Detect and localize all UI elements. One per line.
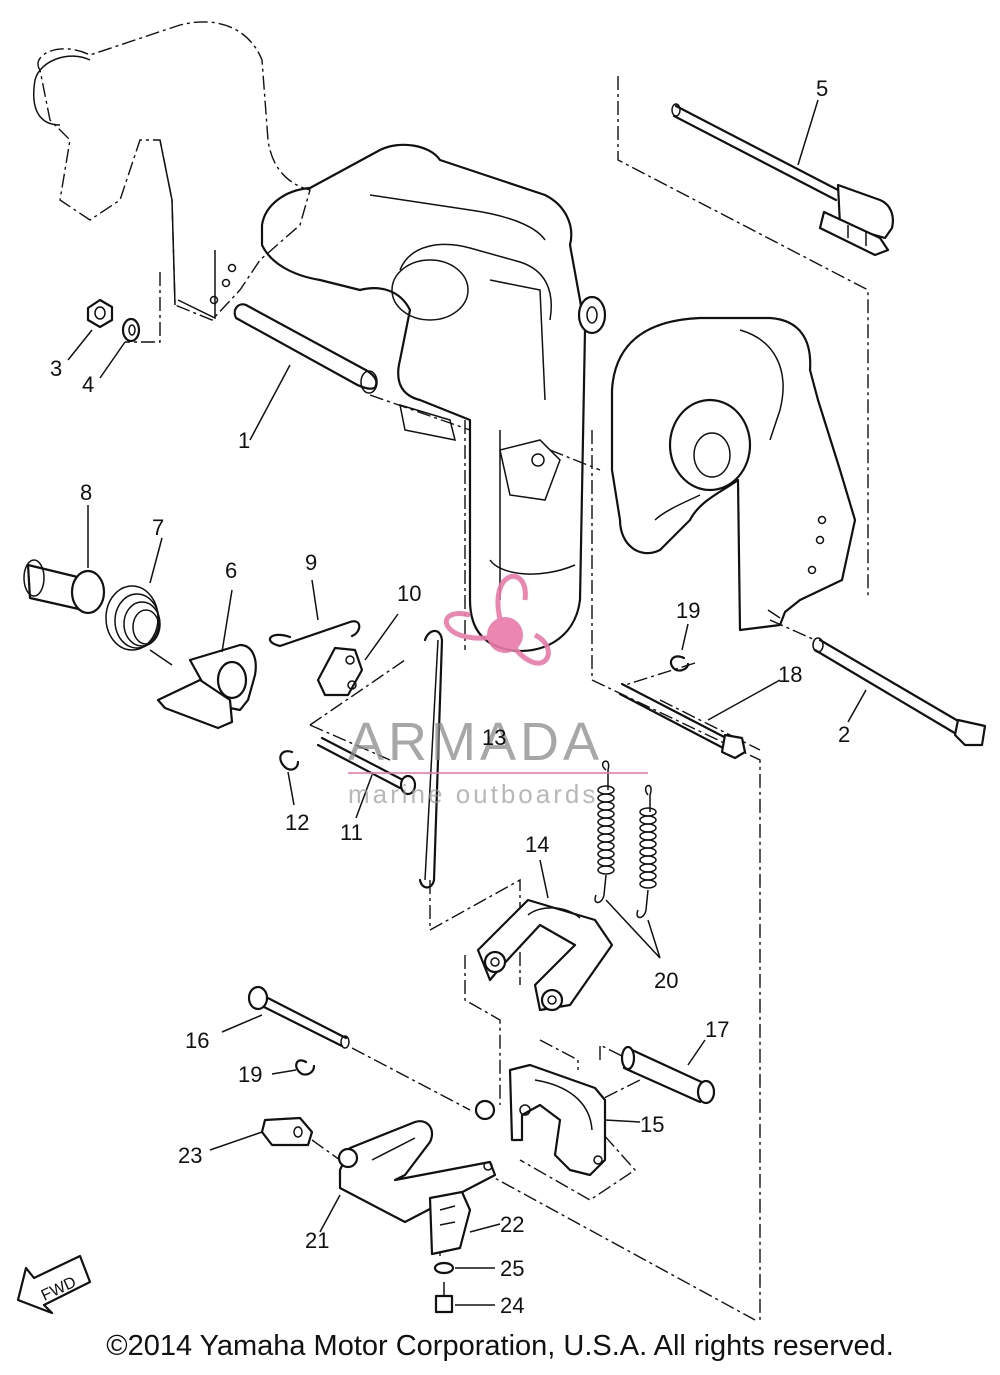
part-20-springs: [594, 760, 661, 959]
watermark-brand: ARMADA: [348, 712, 603, 772]
part-23-cap: [209, 1116, 314, 1151]
callout-8: 8: [80, 480, 92, 505]
callout-3: 3: [50, 356, 62, 381]
callout-18: 18: [778, 662, 802, 687]
callout-2: 2: [838, 722, 850, 747]
callout-15: 15: [640, 1112, 664, 1137]
watermark: ARMADA marine outboards: [348, 573, 648, 809]
callout-19-lower: 19: [238, 1062, 262, 1087]
part-10-bracket: [316, 613, 399, 697]
part-22-clip: [428, 1190, 501, 1256]
callout-24: 24: [500, 1293, 524, 1318]
callout-1: 1: [238, 428, 250, 453]
part-14-frame: [476, 859, 614, 1012]
part-16-bolt: [221, 985, 350, 1049]
part-2-bolt: [812, 637, 987, 747]
bracket-assembly: [33, 21, 857, 652]
callout-4: 4: [82, 372, 94, 397]
callout-22: 22: [500, 1212, 524, 1237]
callout-25: 25: [500, 1256, 524, 1281]
part-15-bracket: [474, 1063, 641, 1177]
callout-13: 13: [482, 725, 506, 750]
part-7-spring: [105, 537, 173, 666]
part-11-pin: [316, 736, 417, 819]
callout-11: 11: [340, 820, 363, 845]
part-25-washer: [433, 1261, 495, 1275]
part-9-wire-clip: [268, 579, 361, 648]
callout-16: 16: [185, 1028, 209, 1053]
callout-10: 10: [397, 581, 421, 606]
part-18-bolt: [618, 679, 781, 760]
callout-17: 17: [705, 1017, 729, 1042]
fwd-arrow-icon: FWD: [16, 1254, 92, 1315]
callout-14: 14: [525, 832, 549, 857]
part-19-clip-upper: [669, 623, 690, 672]
callout-6: 6: [225, 558, 237, 583]
part-12-clip: [279, 750, 300, 806]
callout-20: 20: [654, 968, 678, 993]
part-4-washer: [99, 317, 141, 379]
watermark-tagline: marine outboards: [348, 779, 598, 809]
callout-9: 9: [305, 550, 317, 575]
part-6-lever: [156, 589, 257, 730]
part-24-screw: [434, 1282, 495, 1314]
callout-5: 5: [816, 76, 828, 101]
callout-7: 7: [152, 515, 164, 540]
part-3-nut: [67, 298, 114, 361]
callout-labels: 1 2 3 4 5 6 7 8 9 10 11 12 13 14 15 16 1…: [50, 76, 850, 1318]
callout-23: 23: [178, 1143, 202, 1168]
part-17-sleeve: [620, 1039, 716, 1105]
part-8-collar: [23, 505, 106, 615]
part-19-clip-lower: [271, 1059, 316, 1076]
copyright-notice: ©2014 Yamaha Motor Corporation, U.S.A. A…: [106, 1330, 894, 1362]
part-5-trim-rod: [671, 99, 894, 257]
part-13-link-rod: [418, 629, 444, 889]
callout-12: 12: [285, 810, 309, 835]
callout-21: 21: [305, 1228, 329, 1253]
propeller-logo-icon: [443, 573, 551, 666]
part-1-rod: [233, 303, 378, 441]
part-21-lever: [319, 1120, 497, 1233]
callout-19-upper: 19: [676, 598, 700, 623]
